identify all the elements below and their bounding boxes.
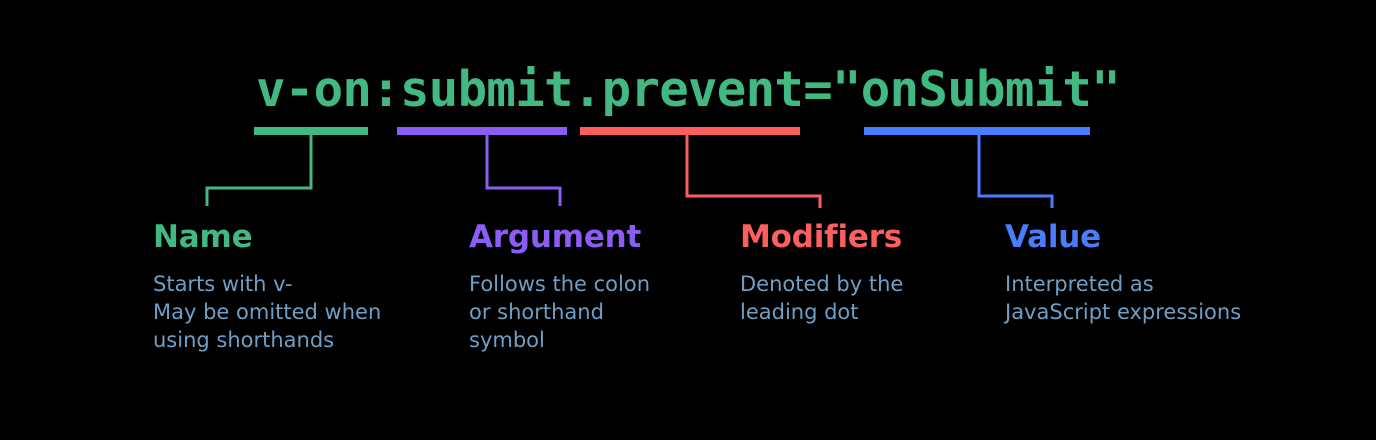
connector-argument — [397, 127, 567, 206]
segment-value-title: Value — [1005, 219, 1101, 255]
segment-modifiers: Modifiers Denoted by the leading dot — [740, 218, 990, 326]
directive-expression-code: v-on:submit.prevent="onSubmit" — [256, 61, 1121, 118]
connector-name — [205, 127, 368, 206]
segment-value: Value Interpreted as JavaScript expressi… — [1005, 218, 1305, 326]
segment-name-title: Name — [153, 219, 253, 255]
segment-name: Name Starts with v- May be omitted when … — [153, 218, 453, 354]
segment-modifiers-description: Denoted by the leading dot — [740, 272, 904, 324]
segment-argument-description: Follows the colon or shorthand symbol — [469, 272, 651, 352]
segment-argument: Argument Follows the colon or shorthand … — [469, 218, 724, 354]
connector-modifiers — [580, 127, 822, 208]
segment-name-description: Starts with v- May be omitted when using… — [153, 272, 382, 352]
connector-value — [864, 127, 1090, 208]
segment-value-description: Interpreted as JavaScript expressions — [1005, 272, 1242, 324]
segment-modifiers-title: Modifiers — [740, 219, 903, 255]
segment-argument-title: Argument — [469, 219, 642, 255]
